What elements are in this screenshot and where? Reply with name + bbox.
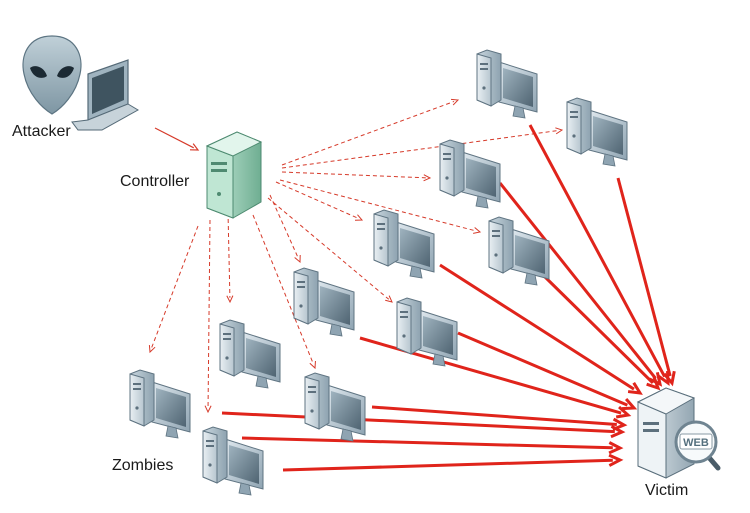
victim-web-server-icon: WEB (636, 387, 721, 479)
web-badge-text: WEB (683, 437, 709, 449)
zombie-computer-icon (439, 139, 501, 209)
attack-arrow (457, 331, 638, 411)
victim-label: Victim (645, 482, 689, 499)
command-arrow (267, 197, 393, 303)
zombie-computer-icon (566, 97, 628, 167)
zombie-computer-icon (129, 369, 191, 439)
command-arrow (279, 179, 482, 234)
attack-arrow (439, 263, 643, 395)
attack-arrow (498, 182, 663, 387)
attacker-to-controller-arrow (154, 127, 200, 151)
attacker-icon (22, 35, 139, 131)
command-arrow (269, 194, 301, 264)
zombie-computer-icon (219, 319, 281, 389)
command-arrow (275, 181, 364, 221)
attacker-label: Attacker (12, 123, 71, 140)
zombie-computer-icon (476, 49, 538, 119)
arrows-layer (148, 98, 676, 472)
attack-arrow (282, 453, 624, 472)
controller-server-icon (205, 131, 263, 219)
command-arrow (204, 219, 212, 414)
zombie-computer-icon (488, 216, 550, 286)
zombie-computer-icon (373, 209, 435, 279)
attack-arrow (541, 273, 661, 391)
command-arrow (281, 171, 432, 182)
zombies-label: Zombies (112, 457, 174, 474)
attack-arrow (241, 436, 624, 455)
attack-arrow (528, 124, 670, 387)
zombie-computer-icon (293, 267, 355, 337)
attack-arrow (616, 177, 676, 387)
command-arrow (281, 127, 564, 169)
command-arrow (226, 211, 234, 304)
command-arrow (148, 225, 199, 354)
zombie-computer-icon (304, 372, 366, 442)
controller-label: Controller (120, 173, 190, 190)
command-arrow (252, 214, 316, 370)
command-arrow (281, 98, 460, 166)
attack-arrow (221, 411, 626, 439)
